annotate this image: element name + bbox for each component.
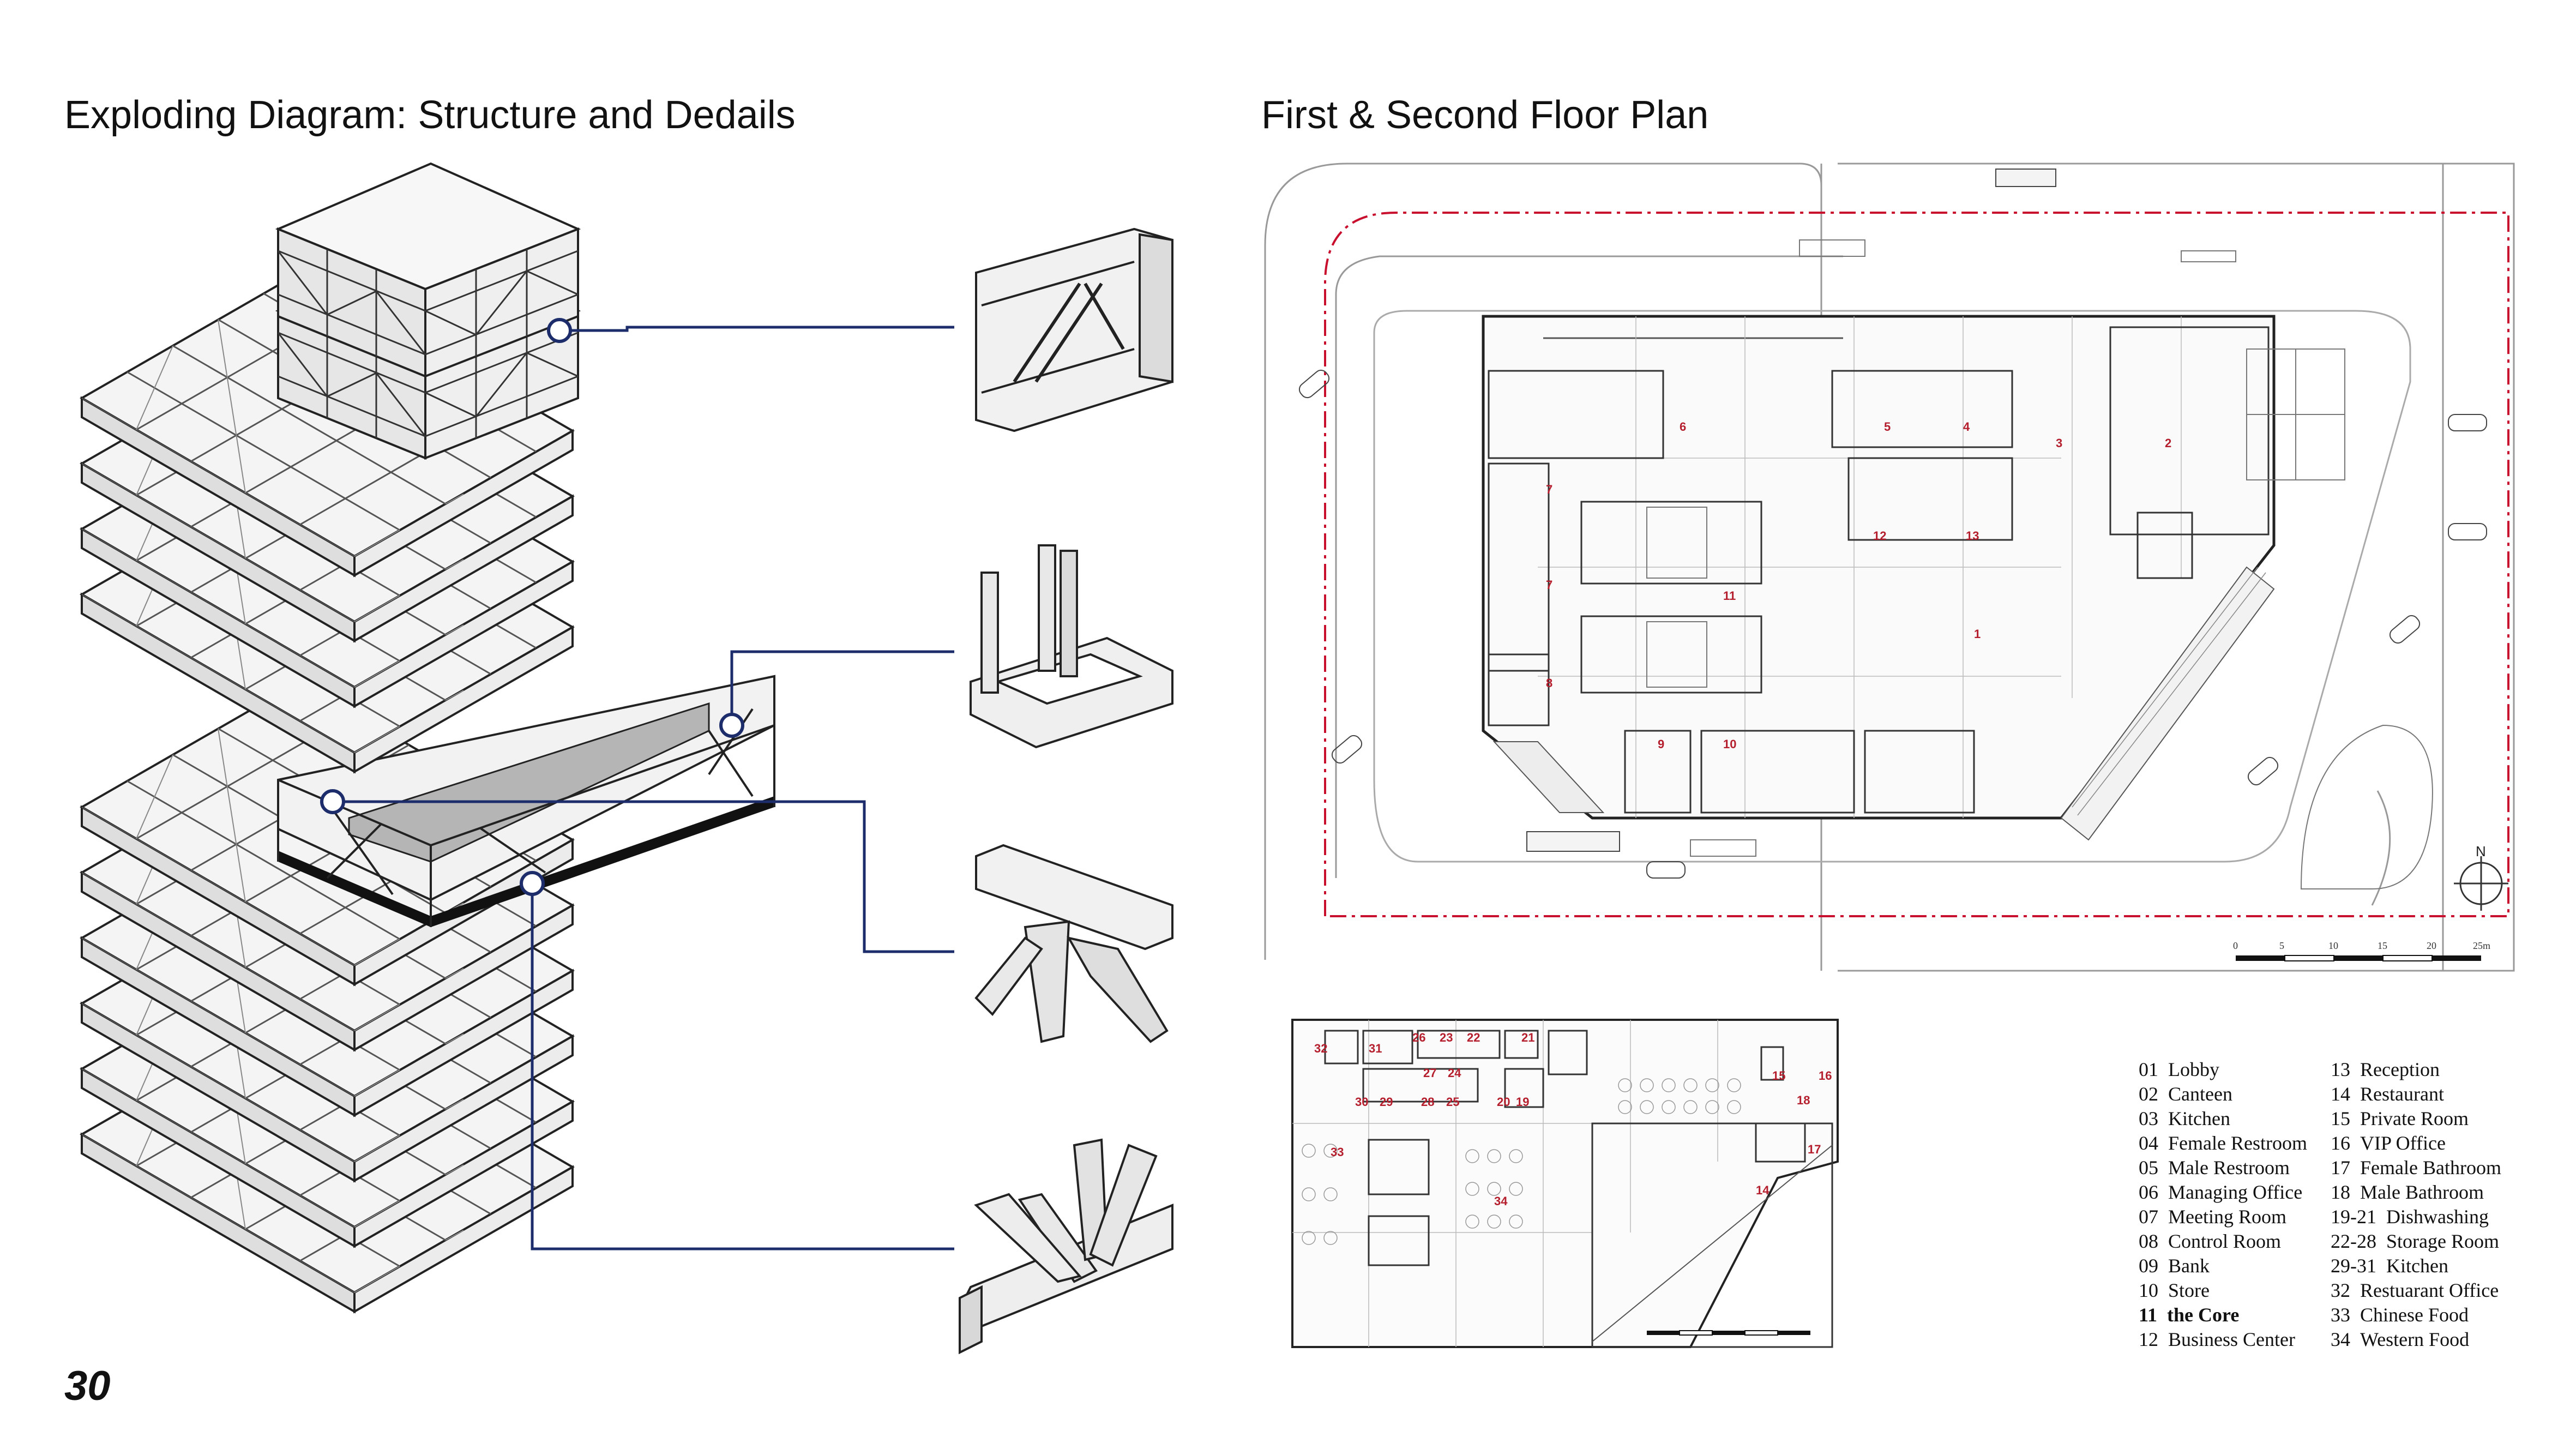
room-label: 19 bbox=[1516, 1095, 1529, 1109]
room-label: 1 bbox=[1974, 627, 1981, 641]
room-label: 27 bbox=[1423, 1066, 1436, 1080]
legend-item: 34 Western Food bbox=[2331, 1328, 2470, 1350]
room-label: 4 bbox=[1963, 420, 1970, 434]
legend-item: 09 Bank bbox=[2139, 1255, 2210, 1277]
legend-item: 17 Female Bathroom bbox=[2331, 1157, 2501, 1179]
room-label: 14 bbox=[1756, 1183, 1770, 1197]
scale-label: 10 bbox=[2328, 940, 2338, 951]
room-label: 17 bbox=[1808, 1143, 1821, 1156]
legend-item: 32 Restuarant Office bbox=[2331, 1279, 2499, 1301]
room-label: 21 bbox=[1521, 1031, 1534, 1044]
detail-truss-beam bbox=[975, 227, 1173, 432]
room-label: 28 bbox=[1421, 1095, 1434, 1109]
scale-label: 15 bbox=[2378, 940, 2387, 951]
room-label: 6 bbox=[1680, 420, 1686, 434]
detail-column-base bbox=[970, 544, 1173, 749]
room-label: 8 bbox=[1546, 676, 1552, 690]
legend-item: 14 Restaurant bbox=[2331, 1083, 2444, 1105]
room-label: 10 bbox=[1723, 737, 1736, 751]
north-label: N bbox=[2476, 843, 2486, 859]
room-label: 16 bbox=[1819, 1069, 1832, 1083]
legend-item: 01 Lobby bbox=[2139, 1059, 2219, 1080]
legend-item: 10 Store bbox=[2139, 1279, 2210, 1301]
room-label: 13 bbox=[1966, 529, 1979, 543]
scale-label: 25m bbox=[2473, 940, 2490, 951]
legend-item: 15 Private Room bbox=[2331, 1108, 2469, 1129]
north-arrow-icon: N bbox=[2454, 843, 2508, 911]
room-label: 32 bbox=[1314, 1042, 1327, 1055]
room-label: 30 bbox=[1355, 1095, 1368, 1109]
room-label: 22 bbox=[1467, 1031, 1480, 1044]
legend-item: 06 Managing Office bbox=[2139, 1181, 2303, 1203]
left-diagram-title: Exploding Diagram: Structure and Dedails bbox=[64, 93, 796, 137]
legend-item: 03 Kitchen bbox=[2139, 1108, 2230, 1129]
room-label: 25 bbox=[1446, 1095, 1459, 1109]
room-label: 34 bbox=[1494, 1194, 1508, 1208]
legend-item: 13 Reception bbox=[2331, 1059, 2440, 1080]
legend-item: 16 VIP Office bbox=[2331, 1132, 2446, 1154]
right-plan-title: First & Second Floor Plan bbox=[1261, 93, 1709, 137]
legend-item: 29-31 Kitchen bbox=[2331, 1255, 2448, 1277]
callout-lines bbox=[333, 326, 954, 1250]
room-label: 20 bbox=[1497, 1095, 1510, 1109]
room-label: 7 bbox=[1546, 483, 1552, 496]
room-label: 9 bbox=[1658, 737, 1664, 751]
exploded-structure-diagram bbox=[81, 163, 1173, 1355]
legend-item: 22-28 Storage Room bbox=[2331, 1230, 2499, 1252]
room-label: 15 bbox=[1772, 1069, 1785, 1083]
room-label: 3 bbox=[2056, 436, 2062, 450]
room-label: 24 bbox=[1448, 1066, 1461, 1080]
room-label: 26 bbox=[1412, 1031, 1425, 1044]
legend-item: 05 Male Restroom bbox=[2139, 1157, 2290, 1179]
room-label: 7 bbox=[1546, 578, 1552, 592]
detail-y-joint bbox=[974, 844, 1173, 1043]
room-label: 18 bbox=[1797, 1093, 1810, 1107]
legend-item-core: 11 the Core bbox=[2139, 1304, 2240, 1326]
top-truss-crown bbox=[277, 163, 579, 459]
second-floor-scale-bar bbox=[1647, 1330, 1810, 1336]
room-label: 31 bbox=[1369, 1042, 1382, 1055]
callout-dots bbox=[320, 318, 744, 896]
legend-item: 12 Business Center bbox=[2139, 1328, 2295, 1350]
legend-item: 07 Meeting Room bbox=[2139, 1206, 2286, 1228]
room-label: 5 bbox=[1884, 420, 1891, 434]
second-floor-plan: 14 15 16 17 18 19 20 21 22 23 24 25 26 2… bbox=[1291, 1019, 1839, 1348]
scale-label: 20 bbox=[2427, 940, 2436, 951]
legend-item: 02 Canteen bbox=[2139, 1083, 2232, 1105]
scale-bar: 0 5 10 15 20 25m bbox=[2233, 940, 2490, 961]
legend-item: 04 Female Restroom bbox=[2139, 1132, 2307, 1154]
room-label: 12 bbox=[1873, 529, 1886, 543]
scale-label: 5 bbox=[2279, 940, 2284, 951]
detail-branch-node bbox=[959, 1138, 1173, 1355]
first-floor-plan: 1 2 3 4 5 6 7 7 8 9 10 11 12 13 N 0 5 10… bbox=[1264, 163, 2515, 972]
legend-item: 33 Chinese Food bbox=[2331, 1304, 2469, 1326]
legend-item: 18 Male Bathroom bbox=[2331, 1181, 2484, 1203]
scale-label: 0 bbox=[2233, 940, 2238, 951]
legend-item: 19-21 Dishwashing bbox=[2331, 1206, 2489, 1228]
page-number: 30 bbox=[64, 1363, 111, 1409]
legend-item: 08 Control Room bbox=[2139, 1230, 2282, 1252]
room-label: 29 bbox=[1380, 1095, 1393, 1109]
room-label: 11 bbox=[1723, 589, 1736, 603]
site-boundary bbox=[1324, 212, 2509, 917]
room-label: 2 bbox=[2165, 436, 2171, 450]
room-label: 23 bbox=[1440, 1031, 1453, 1044]
room-label: 33 bbox=[1331, 1145, 1344, 1159]
mid-truss-platform bbox=[277, 675, 775, 927]
